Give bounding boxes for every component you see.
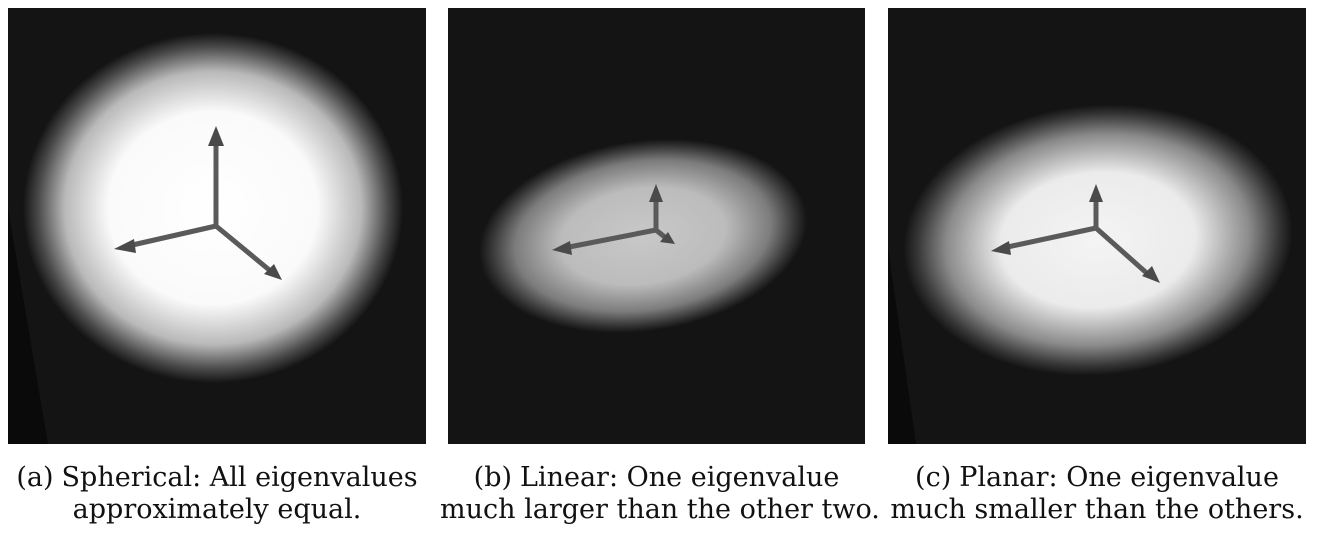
shadow-wedge xyxy=(8,208,48,444)
arrowhead-left xyxy=(991,241,1011,255)
caption-text: Linear: One eigenvalue xyxy=(520,462,840,493)
panel-planar xyxy=(888,8,1306,444)
caption-text: Spherical: All eigenvalues xyxy=(61,462,418,493)
spherical-tensor-image xyxy=(8,8,426,444)
linear-tensor-image xyxy=(448,8,865,444)
subfigure-label: (a) xyxy=(16,462,54,493)
eigenvector-axes xyxy=(1000,195,1153,279)
subfigure-label: (c) xyxy=(915,462,952,493)
arrowhead-left xyxy=(552,241,572,255)
glow-ellipsoid xyxy=(479,139,807,333)
arrowhead-right xyxy=(660,232,675,244)
caption-line-2: much smaller than the others. xyxy=(890,494,1304,525)
glow-ellipsoid xyxy=(903,104,1293,376)
subfigure-label: (b) xyxy=(473,462,513,493)
caption-line-2: approximately equal. xyxy=(72,494,362,525)
caption-line-1: (c)Planar: One eigenvalue xyxy=(888,462,1306,494)
arrowhead-up xyxy=(649,184,663,202)
arrowhead-right xyxy=(264,264,282,280)
caption-planar: (c)Planar: One eigenvalue much smaller t… xyxy=(888,462,1306,526)
eigenvector-axes xyxy=(125,140,276,276)
caption-line-2: much larger than the other two. xyxy=(440,494,880,525)
shadow-wedge xyxy=(888,248,916,444)
arrowhead-up xyxy=(1089,184,1103,202)
caption-text: Planar: One eigenvalue xyxy=(959,462,1279,493)
caption-line-1: (a)Spherical: All eigenvalues xyxy=(8,462,426,494)
caption-spherical: (a)Spherical: All eigenvalues approximat… xyxy=(8,462,426,526)
panel-spherical xyxy=(8,8,426,444)
panel-linear xyxy=(448,8,865,444)
glow-ellipsoid xyxy=(23,33,403,383)
caption-line-1: (b)Linear: One eigenvalue xyxy=(440,462,873,494)
arrowhead-up xyxy=(208,126,224,146)
arrowhead-left xyxy=(114,239,136,253)
planar-tensor-image xyxy=(888,8,1306,444)
arrowhead-right xyxy=(1142,266,1160,283)
caption-linear: (b)Linear: One eigenvalue much larger th… xyxy=(440,462,880,526)
